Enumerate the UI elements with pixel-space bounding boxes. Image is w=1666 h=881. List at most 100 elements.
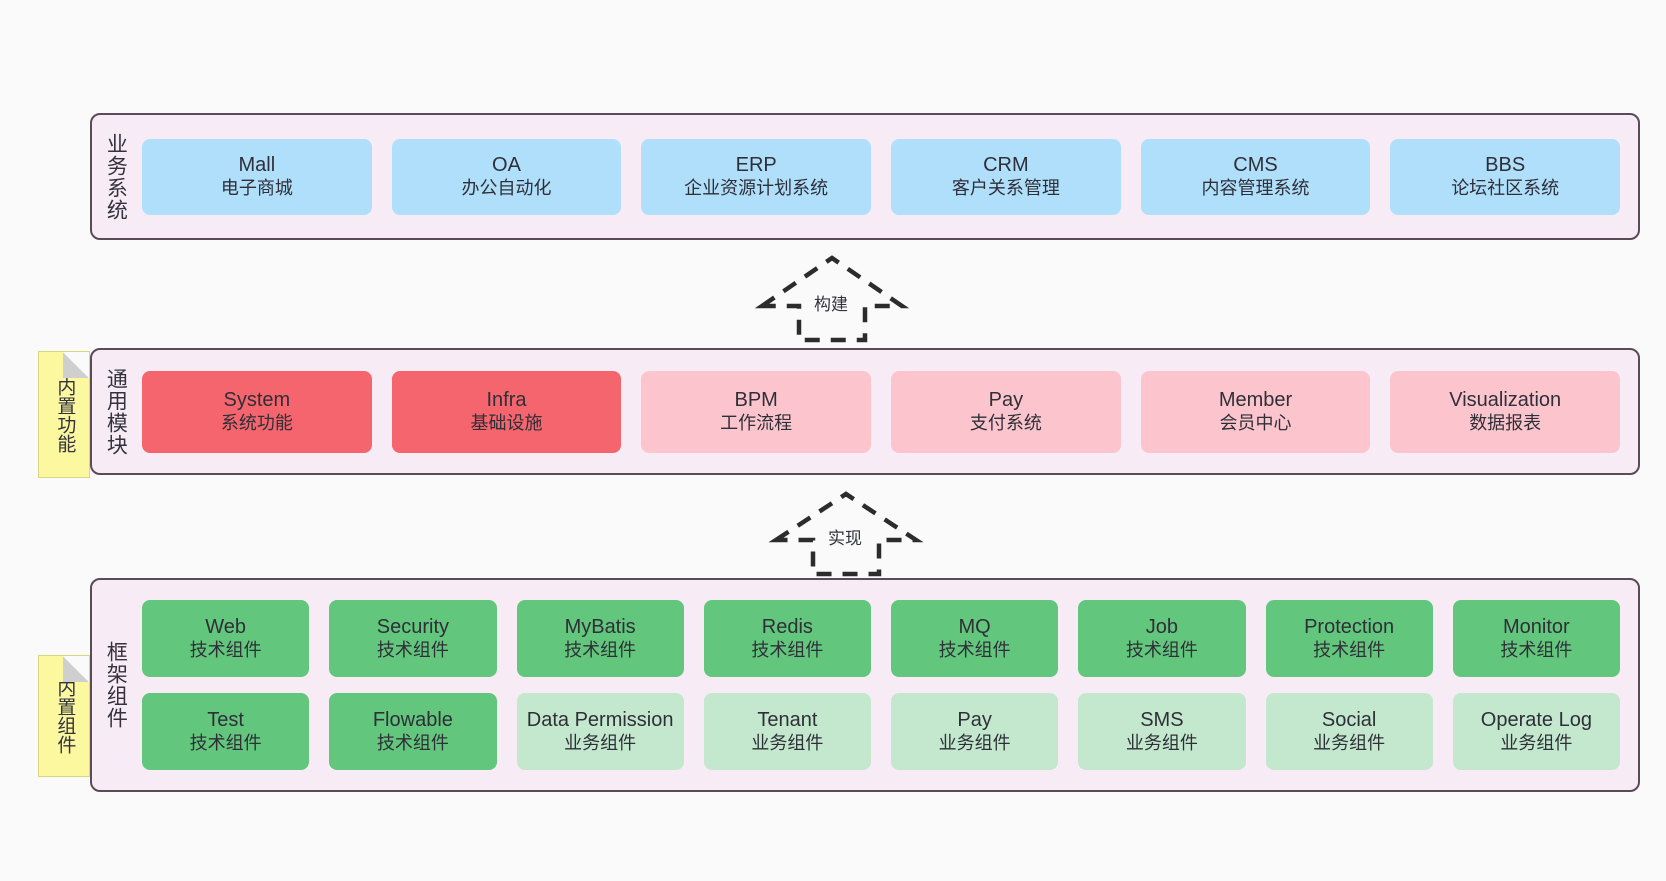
- cell-mq[interactable]: MQ 技术组件: [891, 600, 1059, 677]
- cell-cn-label: 业务组件: [1125, 732, 1198, 753]
- cell-en-label: Member: [1218, 389, 1293, 412]
- cell-monitor[interactable]: Monitor 技术组件: [1452, 600, 1620, 677]
- implement-arrow: 实现: [766, 488, 926, 578]
- cell-operate-log[interactable]: Operate Log 业务组件: [1452, 693, 1620, 770]
- layer-row: Test 技术组件 Flowable 技术组件 Data Permission …: [142, 693, 1620, 770]
- cell-cn-label: 系统功能: [220, 412, 293, 433]
- cell-crm[interactable]: CRM 客户关系管理: [891, 138, 1121, 215]
- layer-title-business-systems: 业务系统: [92, 115, 138, 238]
- cell-cn-label: 论坛社区系统: [1451, 177, 1560, 198]
- cell-cn-label: 工作流程: [720, 412, 793, 433]
- layer-body-framework-components: Web 技术组件 Security 技术组件 MyBatis 技术组件 Redi…: [138, 580, 1638, 790]
- cell-cn-label: 技术组件: [938, 639, 1011, 660]
- cell-cn-label: 办公自动化: [461, 177, 552, 198]
- cell-en-label: Monitor: [1503, 616, 1570, 639]
- cell-cn-label: 电子商城: [220, 177, 293, 198]
- layer-row: System 系统功能 Infra 基础设施 BPM 工作流程 Pay 支付系统…: [142, 370, 1621, 453]
- cell-en-label: BPM: [734, 389, 778, 412]
- cell-tenant[interactable]: Tenant 业务组件: [703, 693, 871, 770]
- cell-cn-label: 技术组件: [1125, 639, 1198, 660]
- layer-framework-components: 框架组件 Web 技术组件 Security 技术组件 MyBatis 技术组件…: [90, 578, 1640, 792]
- cell-en-label: Pay: [988, 389, 1024, 412]
- cell-cn-label: 业务组件: [564, 732, 637, 753]
- layer-title-common-modules: 通用模块: [92, 350, 138, 473]
- cell-en-label: CMS: [1233, 154, 1278, 177]
- cell-visualization[interactable]: Visualization 数据报表: [1390, 370, 1621, 453]
- cell-en-label: ERP: [735, 154, 777, 177]
- cell-cn-label: 业务组件: [938, 732, 1011, 753]
- layer-body-common-modules: System 系统功能 Infra 基础设施 BPM 工作流程 Pay 支付系统…: [138, 350, 1638, 473]
- cell-en-label: SMS: [1140, 709, 1184, 732]
- cell-en-label: Mall: [238, 154, 276, 177]
- cell-en-label: OA: [492, 154, 521, 177]
- layer-row: Web 技术组件 Security 技术组件 MyBatis 技术组件 Redi…: [142, 600, 1620, 677]
- layer-body-business-systems: Mall 电子商城 OA 办公自动化 ERP 企业资源计划系统 CRM 客户关系…: [138, 115, 1638, 238]
- cell-mall[interactable]: Mall 电子商城: [142, 138, 372, 215]
- cell-en-label: Security: [376, 616, 449, 639]
- cell-en-label: Flowable: [372, 709, 453, 732]
- cell-cn-label: 支付系统: [969, 412, 1042, 433]
- cell-cn-label: 技术组件: [376, 732, 449, 753]
- cell-cn-label: 技术组件: [1500, 639, 1573, 660]
- cell-member[interactable]: Member 会员中心: [1140, 370, 1371, 453]
- cell-infra[interactable]: Infra 基础设施: [391, 370, 622, 453]
- cell-pay-module[interactable]: Pay 支付系统: [891, 370, 1121, 453]
- layer-common-modules: 通用模块 System 系统功能 Infra 基础设施 BPM 工作流程 Pay: [90, 348, 1640, 475]
- cell-en-label: Redis: [761, 616, 813, 639]
- cell-en-label: MyBatis: [564, 616, 636, 639]
- cell-social[interactable]: Social 业务组件: [1265, 693, 1433, 770]
- cell-redis[interactable]: Redis 技术组件: [703, 600, 871, 677]
- cell-oa[interactable]: OA 办公自动化: [391, 138, 622, 215]
- layer-row: Mall 电子商城 OA 办公自动化 ERP 企业资源计划系统 CRM 客户关系…: [142, 138, 1621, 215]
- cell-en-label: MQ: [958, 616, 991, 639]
- cell-test[interactable]: Test 技术组件: [142, 693, 310, 770]
- cell-data-permission[interactable]: Data Permission 业务组件: [516, 693, 684, 770]
- cell-flowable[interactable]: Flowable 技术组件: [329, 693, 497, 770]
- implement-arrow-label: 实现: [826, 524, 864, 549]
- implement-arrow-icon: [768, 491, 924, 577]
- layer-business-systems: 业务系统 Mall 电子商城 OA 办公自动化 ERP 企业资源计划系统 CRM: [90, 113, 1640, 240]
- cell-en-label: Protection: [1304, 616, 1395, 639]
- note-builtin-component: 内置组件: [38, 655, 90, 777]
- cell-cn-label: 技术组件: [189, 732, 262, 753]
- cell-erp[interactable]: ERP 企业资源计划系统: [641, 138, 872, 215]
- cell-cn-label: 技术组件: [564, 639, 637, 660]
- build-arrow-label: 构建: [812, 290, 850, 315]
- cell-cn-label: 业务组件: [1500, 732, 1573, 753]
- cell-web[interactable]: Web 技术组件: [142, 600, 310, 677]
- cell-cms[interactable]: CMS 内容管理系统: [1140, 138, 1371, 215]
- cell-system[interactable]: System 系统功能: [142, 370, 372, 453]
- build-arrow: 构建: [752, 252, 912, 344]
- cell-en-label: Test: [207, 709, 244, 732]
- cell-cn-label: 基础设施: [470, 412, 543, 433]
- note-builtin-function: 内置功能: [38, 351, 90, 478]
- cell-mybatis[interactable]: MyBatis 技术组件: [516, 600, 684, 677]
- cell-pay-component[interactable]: Pay 业务组件: [891, 693, 1059, 770]
- layer-title-framework-components: 框架组件: [92, 580, 138, 790]
- layer-title-text: 业务系统: [104, 132, 128, 221]
- cell-protection[interactable]: Protection 技术组件: [1265, 600, 1433, 677]
- cell-security[interactable]: Security 技术组件: [329, 600, 497, 677]
- cell-job[interactable]: Job 技术组件: [1078, 600, 1246, 677]
- cell-cn-label: 技术组件: [1313, 639, 1386, 660]
- cell-bbs[interactable]: BBS 论坛社区系统: [1390, 138, 1621, 215]
- cell-en-label: BBS: [1485, 154, 1526, 177]
- cell-cn-label: 业务组件: [1313, 732, 1386, 753]
- cell-en-label: Social: [1321, 709, 1377, 732]
- cell-bpm[interactable]: BPM 工作流程: [641, 370, 872, 453]
- cell-cn-label: 企业资源计划系统: [684, 177, 829, 198]
- note-label: 内置组件: [54, 678, 76, 754]
- page-fold-icon: [63, 352, 89, 378]
- page-fold-icon: [63, 656, 89, 682]
- cell-en-label: Infra: [486, 389, 527, 412]
- layer-title-text: 框架组件: [104, 641, 128, 729]
- cell-sms[interactable]: SMS 业务组件: [1078, 693, 1246, 770]
- cell-cn-label: 技术组件: [751, 639, 824, 660]
- cell-en-label: Operate Log: [1480, 709, 1592, 732]
- cell-en-label: Tenant: [757, 709, 818, 732]
- cell-en-label: Data Permission: [526, 709, 674, 732]
- cell-en-label: Pay: [957, 709, 992, 732]
- cell-cn-label: 客户关系管理: [951, 177, 1060, 198]
- cell-cn-label: 技术组件: [189, 639, 262, 660]
